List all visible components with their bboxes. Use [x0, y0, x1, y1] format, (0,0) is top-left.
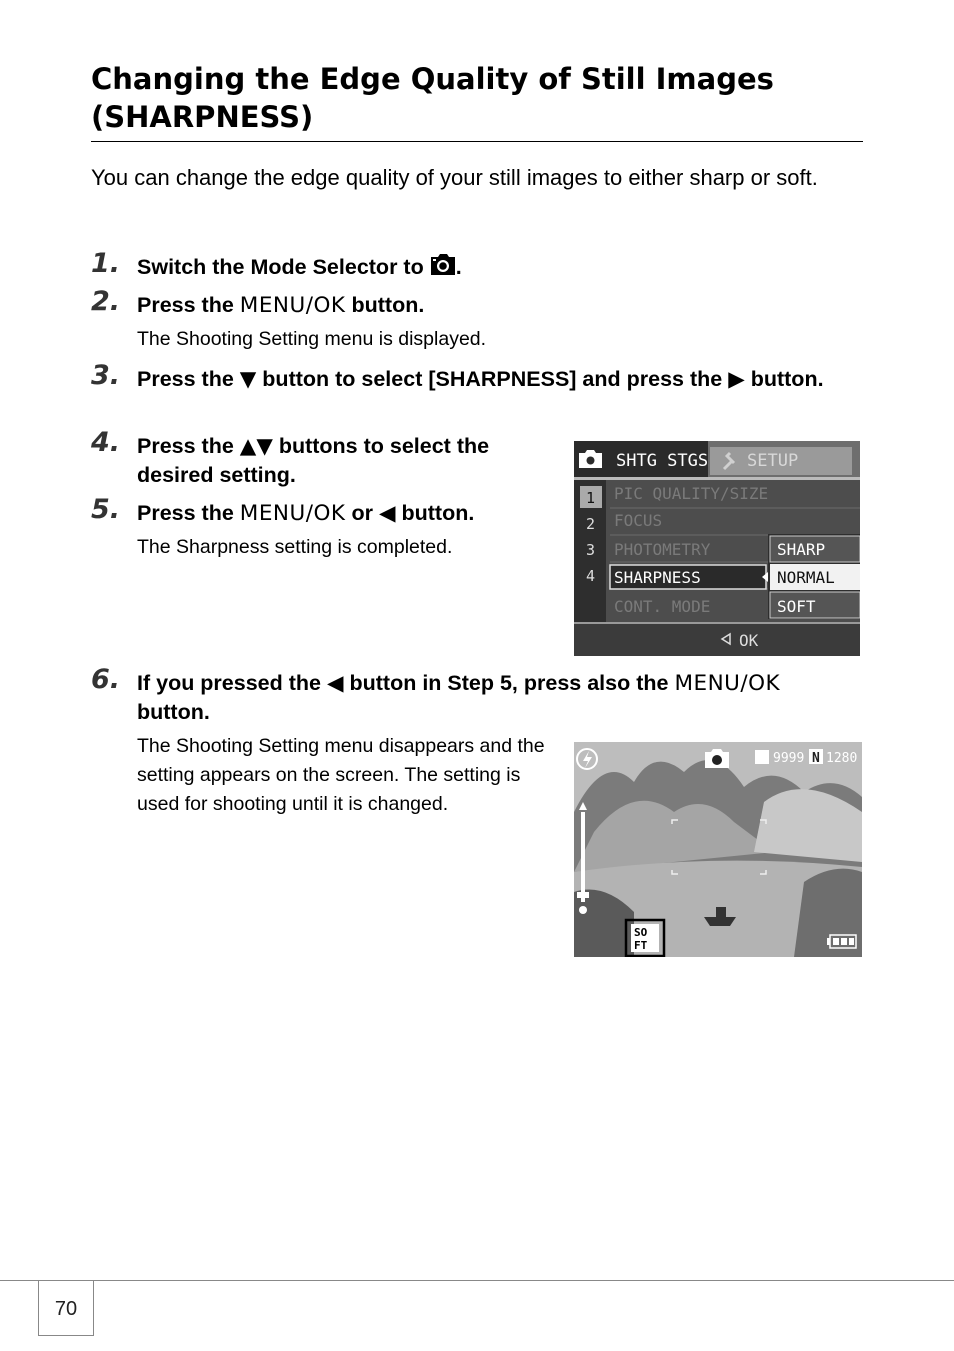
- menu-item-sharpness: SHARPNESS: [614, 568, 701, 587]
- menu-pointer-icon: [762, 572, 768, 582]
- step-4-text: Press the ▲▼ buttons to select the desir…: [137, 434, 490, 487]
- step-5-note: The Sharpness setting is completed.: [137, 536, 453, 558]
- menu-ok-key: MENU/OK: [674, 671, 781, 696]
- step-1-number: 1.: [91, 248, 121, 279]
- menu-item-cont-mode: CONT. MODE: [614, 597, 710, 616]
- footer-rule: [0, 1280, 954, 1281]
- sd-card-icon: [755, 750, 769, 764]
- step-2-number: 2.: [91, 286, 121, 317]
- menu-item-photometry: PHOTOMETRY: [614, 540, 711, 559]
- page-number: 70: [38, 1280, 94, 1336]
- image-size: 1280: [826, 751, 857, 766]
- menu-tab-inactive: SETUP: [747, 451, 798, 471]
- right-arrow-icon: ▶: [728, 367, 745, 392]
- menu-item-focus: FOCUS: [614, 511, 662, 530]
- menu-tab-active: SHTG STGS: [616, 451, 708, 471]
- quality-indicator: N: [812, 751, 820, 766]
- menu-option-normal: NORMAL: [777, 568, 835, 587]
- boat: [704, 917, 736, 926]
- wrench-icon: [722, 451, 736, 471]
- af-frame: [671, 819, 767, 875]
- left-arrow-icon: ◀: [326, 671, 344, 696]
- menu-item-pic-quality: PIC QUALITY/SIZE: [614, 484, 768, 503]
- menu-option-sharp: SHARP: [777, 540, 825, 559]
- menu-screen-image: SHTG STGS SETUP 1 2 3 4 PIC QUALITY/SIZE…: [574, 441, 860, 656]
- menu-option-soft: SOFT: [777, 597, 816, 616]
- step-1-text: Switch the Mode Selector to .: [137, 254, 462, 279]
- step-5-text: Press the MENU/OK or ◀ button.: [137, 501, 475, 526]
- title-underline: [91, 141, 863, 142]
- zoom-bar: [577, 802, 589, 914]
- step-6-text: If you pressed the ◀ button in Step 5, p…: [137, 671, 781, 724]
- intro-paragraph: You can change the edge quality of your …: [91, 165, 818, 190]
- camera-icon: [430, 254, 455, 275]
- sharpness-soft-label-bottom: FT: [634, 939, 648, 952]
- step-6-number: 6.: [91, 664, 121, 695]
- step-3-number: 3.: [91, 360, 121, 391]
- camera-mode-icon: [705, 749, 729, 768]
- down-arrow-icon: ▼: [239, 367, 257, 392]
- camera-icon: [579, 450, 602, 468]
- menu-footer-ok: OK: [739, 631, 759, 650]
- up-down-arrows-icon: ▲▼: [239, 434, 273, 459]
- step-5-number: 5.: [91, 494, 121, 525]
- sharpness-soft-label-top: SO: [634, 926, 648, 939]
- menu-page-4: 4: [586, 567, 595, 585]
- battery-icon: [827, 934, 857, 949]
- step-2-text: Press the MENU/OK button.: [137, 293, 425, 318]
- menu-page-3: 3: [586, 541, 595, 559]
- back-arrow-icon: [720, 632, 731, 646]
- shooting-screen-image: 9999 N 1280 SO FT: [574, 742, 862, 957]
- flash-icon: [576, 748, 598, 770]
- step-6-note: The Shooting Setting menu disappears and…: [137, 735, 545, 815]
- step-3-text: Press the ▼ button to select [SHARPNESS]…: [137, 367, 824, 392]
- menu-ok-key: MENU/OK: [239, 293, 346, 318]
- left-arrow-icon: ◀: [378, 501, 396, 526]
- menu-page-1: 1: [586, 489, 595, 507]
- step-4-number: 4.: [91, 427, 121, 458]
- remaining-shots: 9999: [773, 751, 804, 766]
- menu-page-2: 2: [586, 515, 595, 533]
- menu-ok-key: MENU/OK: [239, 501, 346, 526]
- page-title: Changing the Edge Quality of Still Image…: [91, 62, 774, 134]
- step-2-note: The Shooting Setting menu is displayed.: [137, 328, 487, 350]
